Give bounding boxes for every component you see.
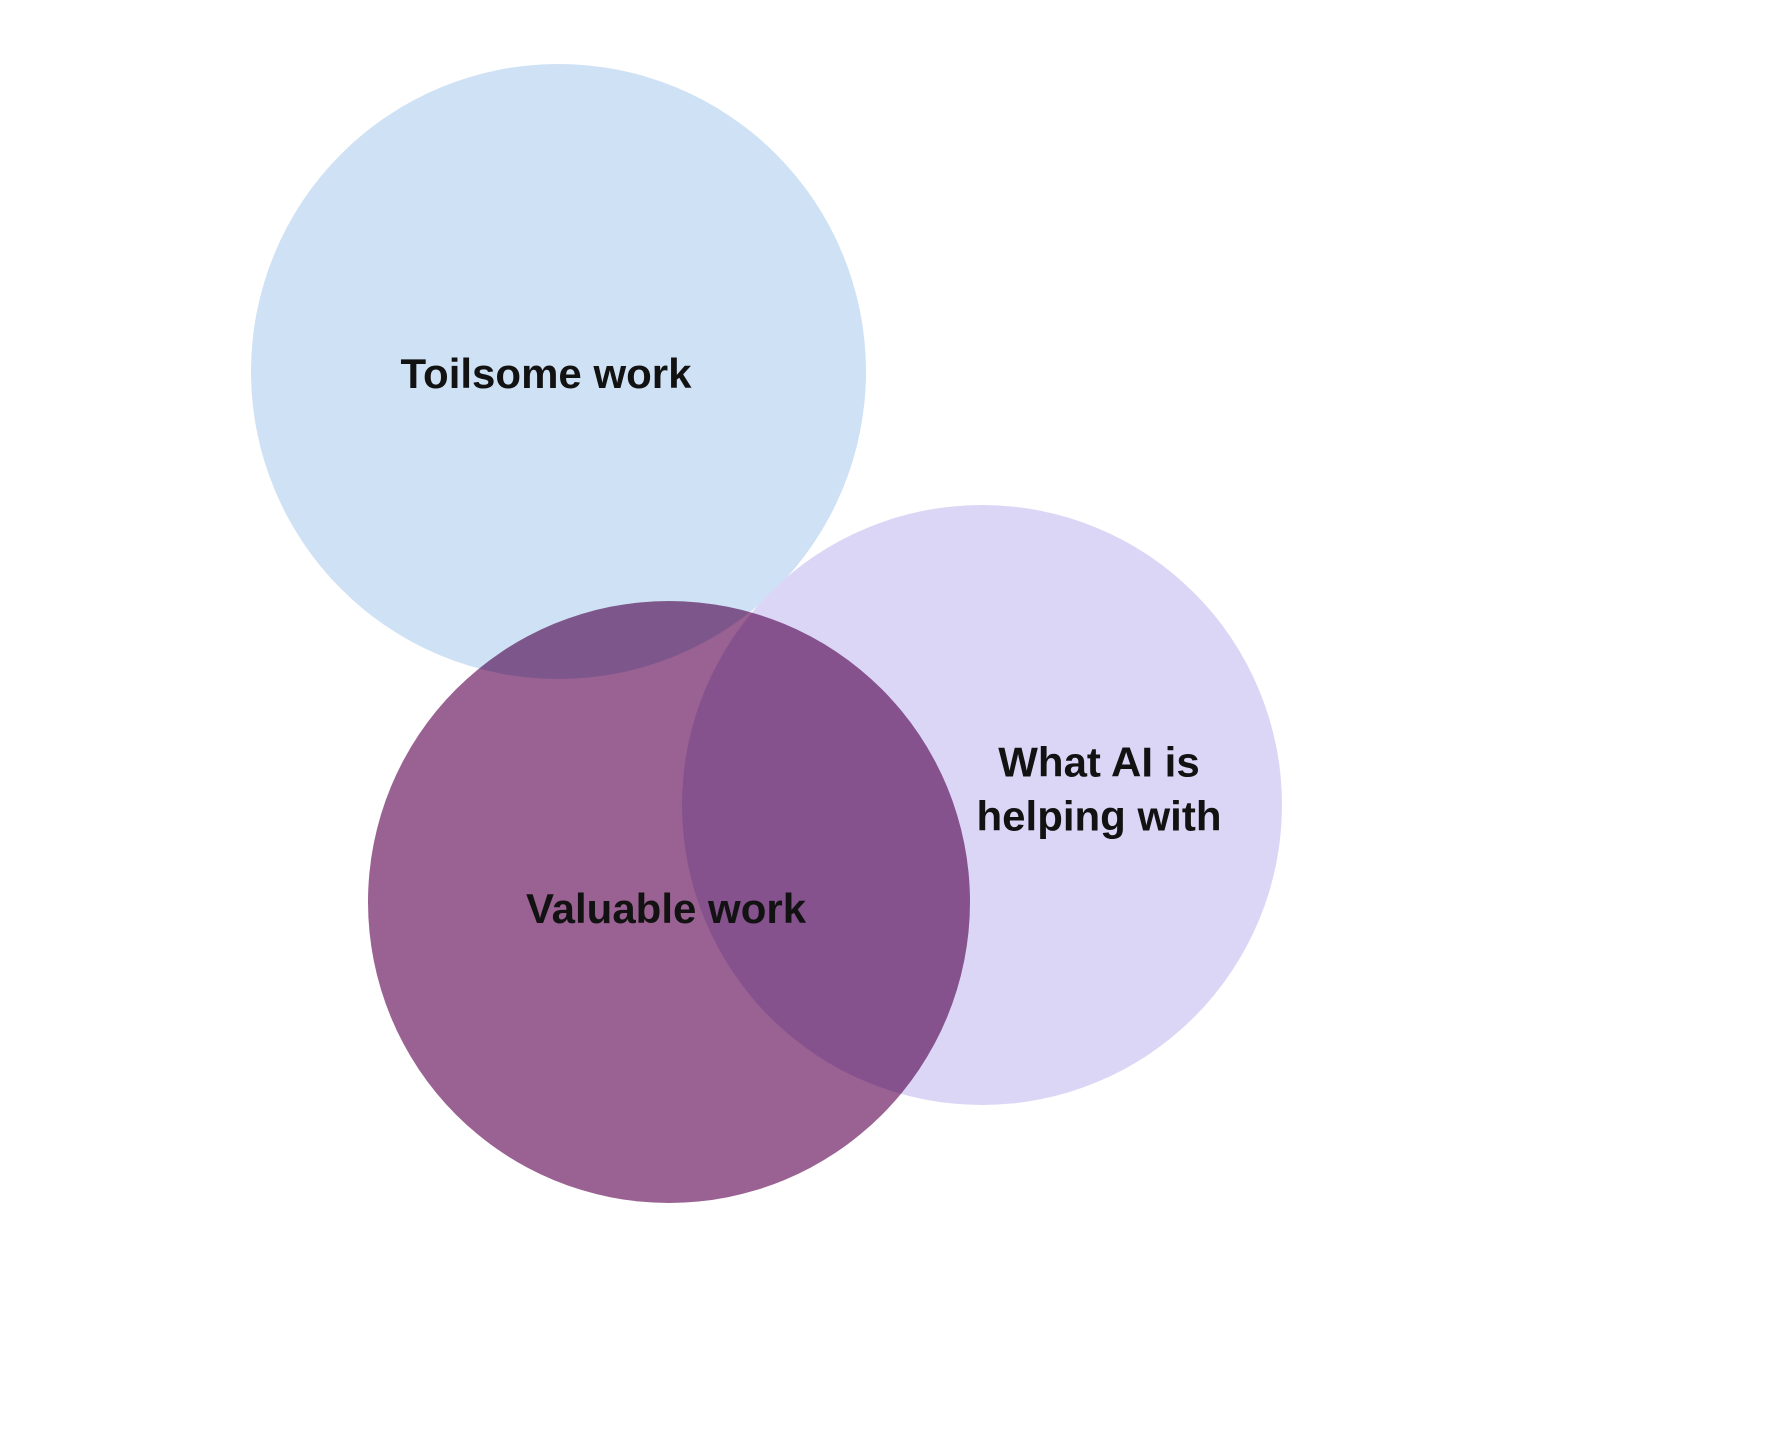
label-valuable-work: Valuable work: [525, 885, 807, 933]
label-what-ai-is-helping-with: What AI is helping with: [976, 738, 1222, 839]
circle-valuable-work: [368, 601, 970, 1203]
circle-toilsome-work: [251, 64, 866, 679]
label-toilsome-work: Toilsome work: [400, 350, 692, 398]
